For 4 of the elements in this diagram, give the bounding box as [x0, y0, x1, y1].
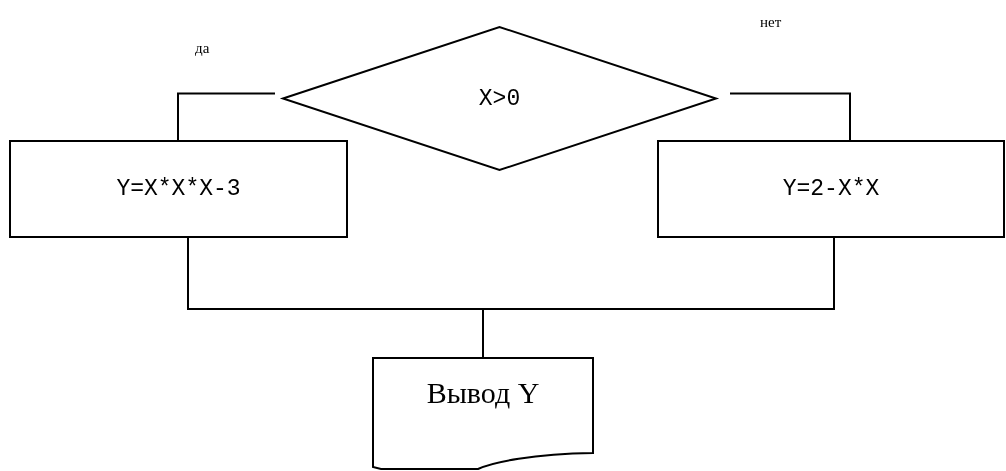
formula-text: Y=2-X*X	[782, 176, 880, 202]
condition-text: X>0	[478, 85, 521, 112]
output-text: Вывод Y	[426, 376, 540, 410]
formula-text: Y=X*X*X-3	[116, 176, 241, 202]
